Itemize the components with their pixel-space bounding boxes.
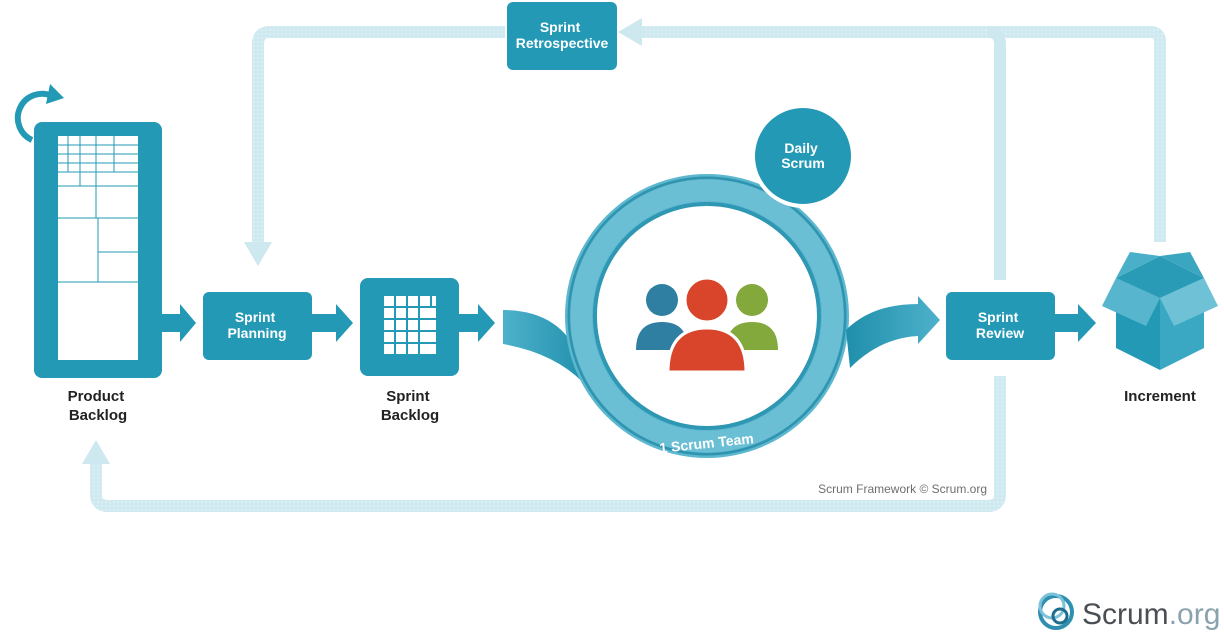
svg-text:Daily Scrum: Daily Scrum	[781, 140, 825, 171]
sprint-planning-node: Sprint Planning	[203, 292, 312, 360]
svg-text:Sprint Review: Sprint Review	[976, 309, 1024, 341]
arrow-planning-to-sprint-backlog	[312, 304, 353, 342]
product-backlog-node	[14, 84, 162, 378]
increment-box-icon	[1102, 252, 1218, 370]
daily-scrum-line2: Scrum	[781, 155, 825, 171]
increment-label: Increment	[1124, 388, 1196, 405]
arrow-sprint-backlog-to-sprint	[459, 304, 495, 342]
backlog-refinement-loop-arrow	[82, 376, 1006, 512]
svg-text:Sprint Planning: Sprint Planning	[227, 309, 286, 341]
sprint-retrospective-line1: Sprint	[540, 19, 581, 35]
framework-credit: Scrum Framework © Scrum.org	[818, 482, 987, 496]
svg-text:Sprint Retrospective: Sprint Retrospective	[516, 19, 609, 51]
sprint-planning-line2: Planning	[227, 325, 286, 341]
scrum-org-logo-text: Scrum.org	[1082, 598, 1220, 631]
scrum-team-people-icon	[636, 276, 778, 374]
sprint-retrospective-node: Sprint Retrospective	[507, 2, 617, 70]
flow-into-sprint	[503, 310, 590, 390]
sprint-planning-line1: Sprint	[235, 309, 276, 325]
retrospective-loop-arrow	[618, 18, 1166, 280]
sprint-retrospective-line2: Retrospective	[516, 35, 609, 51]
product-backlog-line1: Product	[68, 388, 125, 405]
sprint-backlog-node	[360, 278, 459, 376]
sprint-backlog-line2: Backlog	[381, 407, 439, 424]
product-backlog-label: Product Backlog	[68, 388, 129, 424]
arrow-backlog-to-planning	[162, 304, 196, 342]
sprint-backlog-label: Sprint Backlog	[381, 388, 439, 424]
arrow-review-to-increment	[1055, 304, 1096, 342]
product-backlog-line2: Backlog	[69, 407, 127, 424]
scrum-org-logo-mark	[1038, 592, 1074, 630]
scrum-org-logo: Scrum.org	[1038, 592, 1220, 631]
sprint-review-node: Sprint Review	[946, 292, 1055, 360]
daily-scrum-line1: Daily	[784, 140, 818, 156]
daily-scrum-node: Daily Scrum	[751, 104, 855, 208]
planning-loop-arrow	[244, 26, 505, 266]
sprint-review-line1: Sprint	[978, 309, 1019, 325]
sprint-backlog-line1: Sprint	[386, 388, 429, 405]
refinement-cycle-icon	[14, 84, 64, 143]
flow-out-of-sprint	[846, 296, 940, 368]
sprint-review-line2: Review	[976, 325, 1024, 341]
